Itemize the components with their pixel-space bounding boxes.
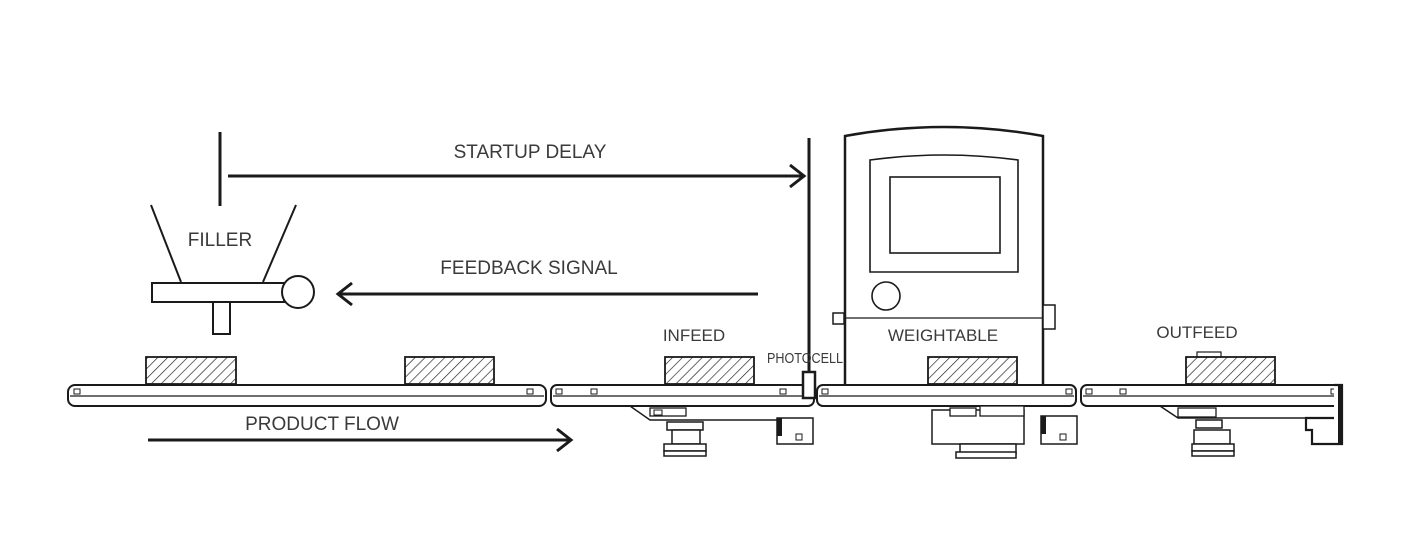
product-box — [145, 356, 237, 385]
photocell — [801, 370, 817, 400]
infeed-conveyor — [550, 384, 815, 457]
startup-delay-arrow — [228, 163, 807, 189]
startup-delay-label: STARTUP DELAY — [454, 142, 607, 163]
outfeed-conveyor — [1080, 383, 1344, 457]
product-box — [1185, 351, 1276, 385]
infeed-label: INFEED — [663, 326, 725, 345]
weightable-label: WEIGHTABLE — [888, 326, 998, 345]
product-flow-arrow — [148, 427, 574, 453]
upstream-conveyor — [67, 384, 547, 407]
product-box — [927, 356, 1018, 385]
startup-delay-marker — [218, 132, 811, 396]
product-box — [404, 356, 495, 385]
outfeed-label: OUTFEED — [1156, 323, 1237, 342]
feedback-signal-arrow — [335, 281, 758, 307]
product-flow-label: PRODUCT FLOW — [245, 414, 399, 435]
checkweigher-cabinet — [832, 125, 1056, 385]
photocell-label: PHOTOCELL — [767, 350, 843, 367]
filler-label: FILLER — [188, 230, 252, 251]
feedback-signal-label: FEEDBACK SIGNAL — [440, 258, 617, 279]
filler — [150, 204, 315, 335]
weightable-conveyor — [816, 384, 1078, 459]
product-box — [664, 356, 755, 385]
